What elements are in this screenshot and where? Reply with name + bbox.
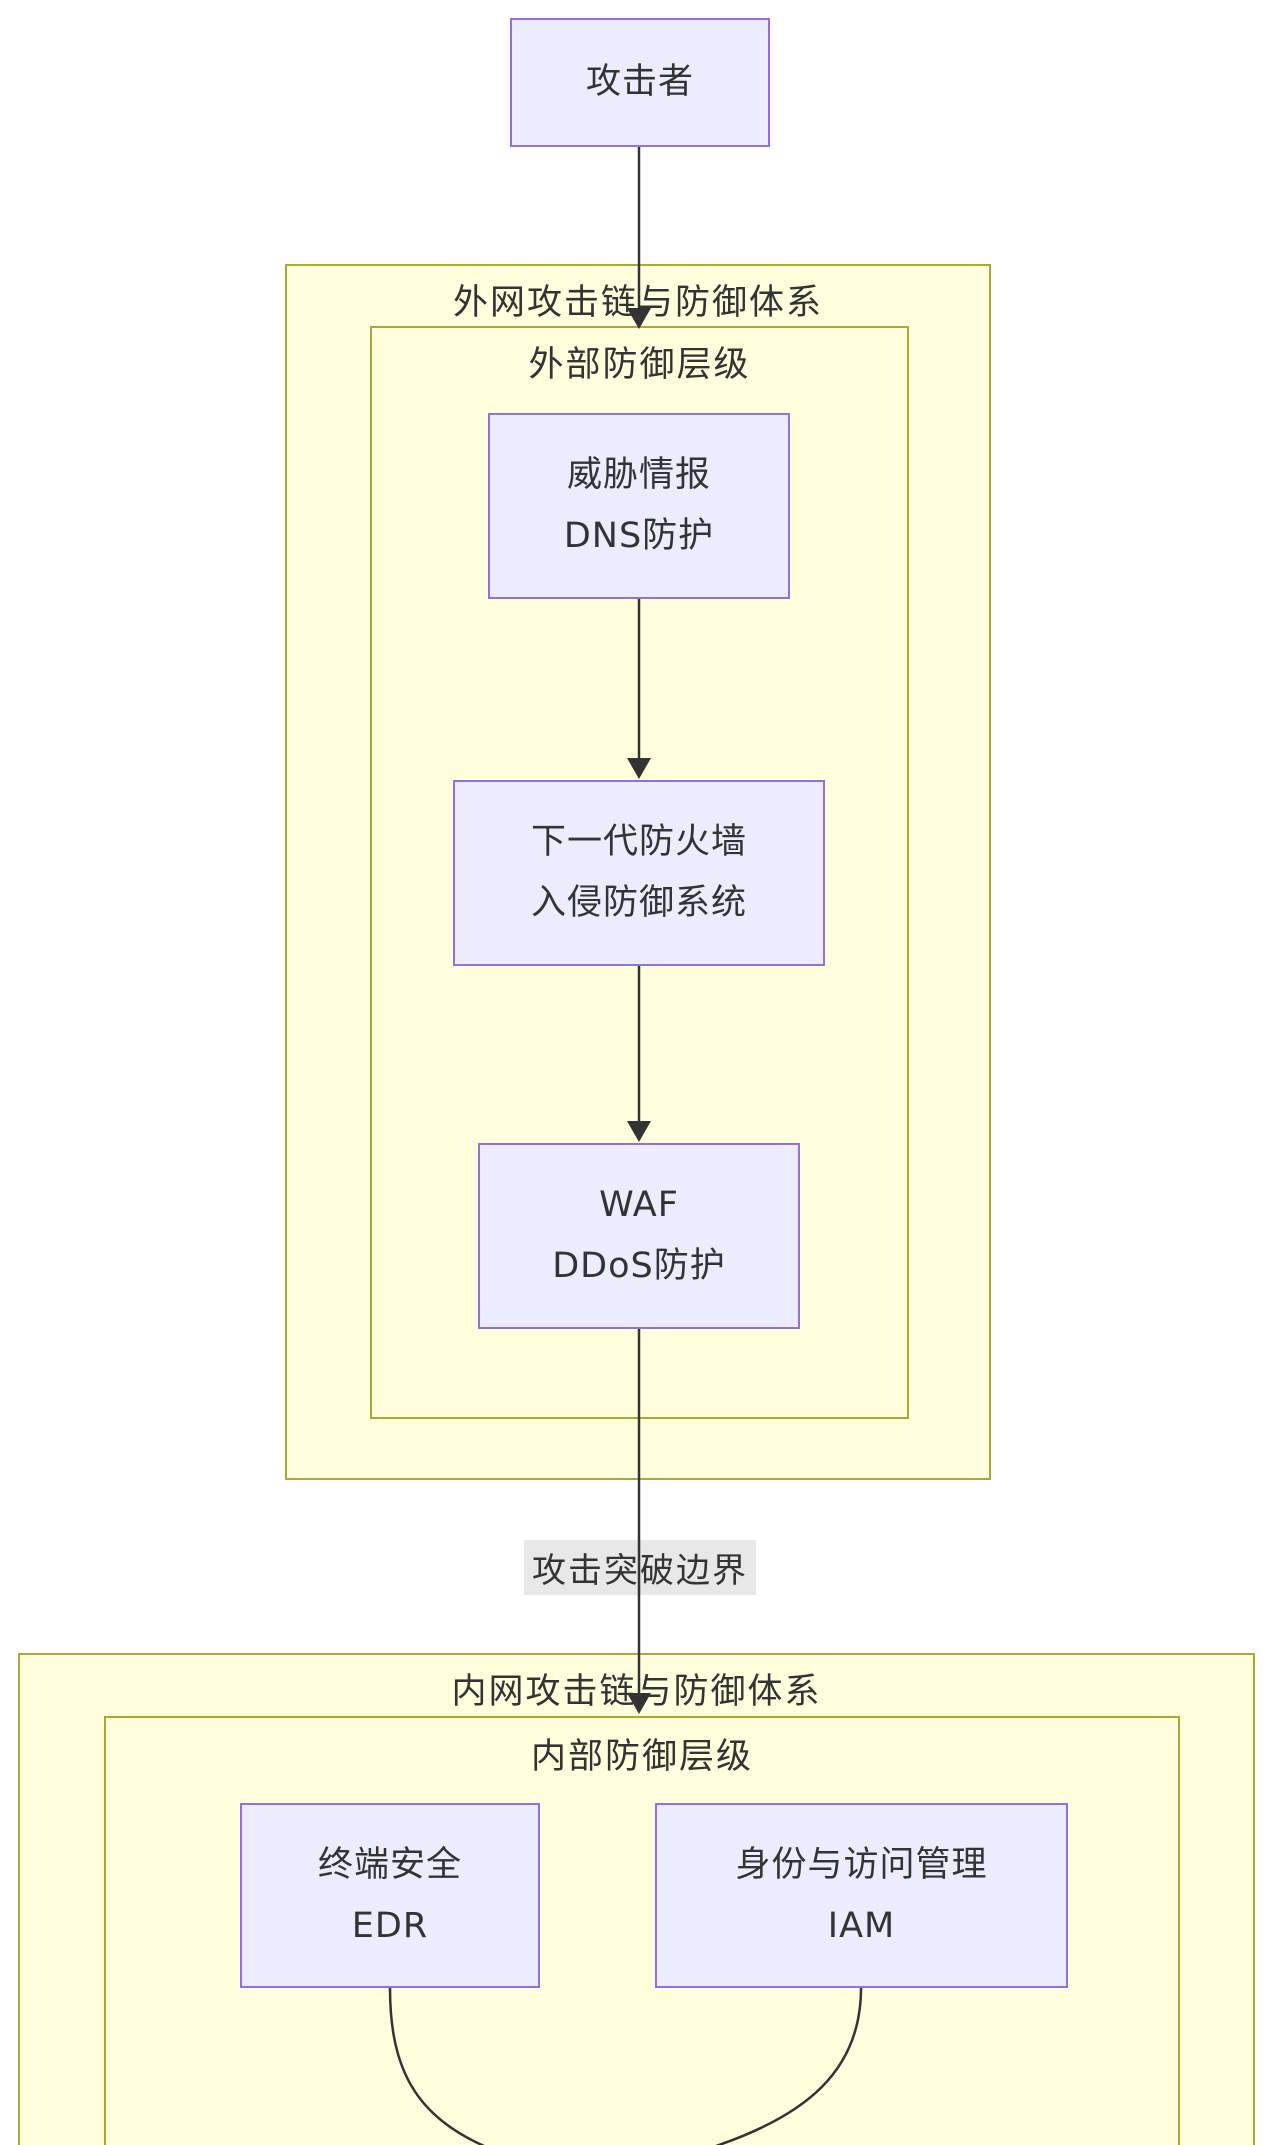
node-label-line: IAM: [827, 1905, 896, 1946]
node-label-line: 身份与访问管理: [735, 1844, 988, 1885]
node-iam: 身份与访问管理 IAM: [655, 1803, 1068, 1988]
node-label-line: 攻击者: [585, 62, 694, 102]
node-threat-intel-dns: 威胁情报 DNS防护: [488, 413, 790, 599]
cluster-internal-chain-title: 内网攻击链与防御体系: [451, 1672, 822, 1712]
node-endpoint-edr: 终端安全 EDR: [240, 1803, 540, 1988]
node-label-line: WAF: [599, 1185, 679, 1225]
cluster-internal-layer-title: 内部防御层级: [530, 1737, 753, 1777]
node-label-line: EDR: [351, 1905, 429, 1946]
node-label-line: 入侵防御系统: [530, 883, 747, 923]
node-label-line: DDoS防护: [552, 1246, 726, 1286]
breach-edge-label: 攻击突破边界: [524, 1540, 756, 1595]
node-attacker: 攻击者: [510, 18, 770, 147]
node-waf-ddos: WAF DDoS防护: [478, 1143, 800, 1329]
node-label-line: DNS防护: [563, 516, 715, 556]
cluster-external-layer-title: 外部防御层级: [528, 345, 751, 385]
node-label-line: 下一代防火墙: [530, 822, 747, 862]
node-ngfw-ips: 下一代防火墙 入侵防御系统: [453, 780, 825, 966]
node-label-line: 威胁情报: [566, 455, 711, 495]
cluster-external-chain-title: 外网攻击链与防御体系: [452, 283, 823, 323]
node-label-line: 终端安全: [317, 1844, 462, 1885]
